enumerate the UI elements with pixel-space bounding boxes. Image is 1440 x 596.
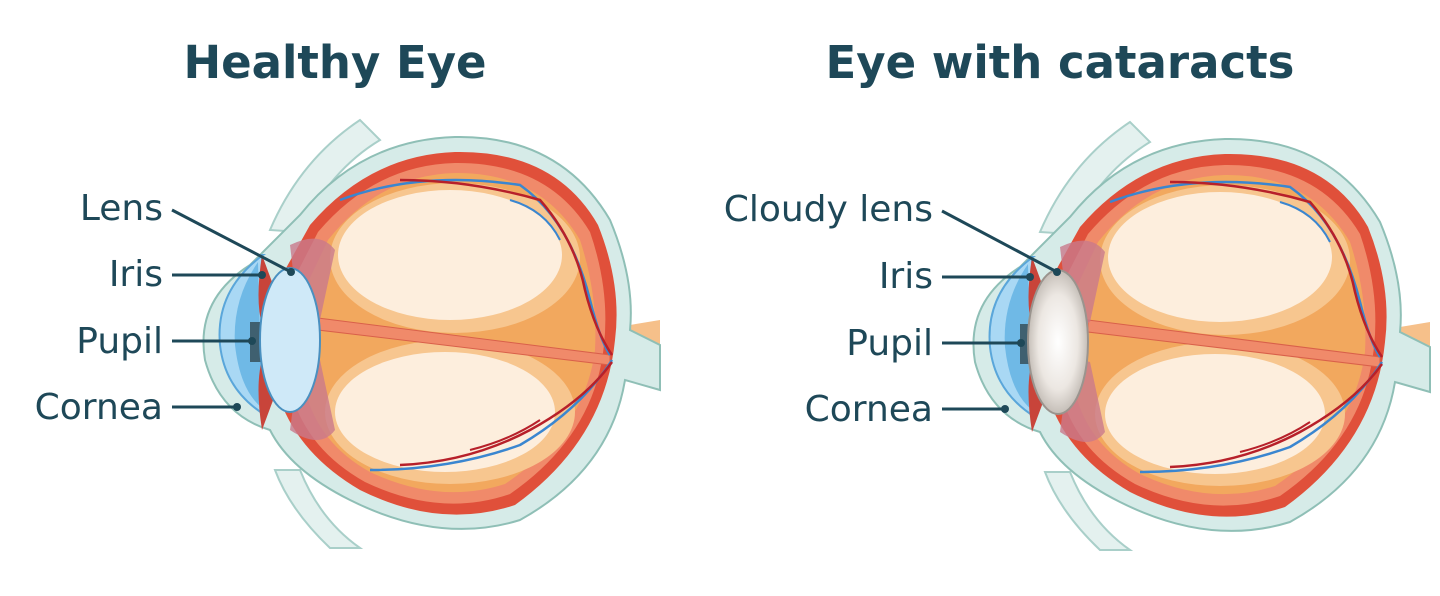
leader-line [171,208,292,274]
lens-shape [259,267,321,413]
label-cornea: Cornea [805,389,933,430]
label-iris: Iris [879,256,933,297]
label-pupil: Pupil [76,321,163,362]
leader-line [941,209,1058,274]
cloudy-lens-shape [1027,269,1089,415]
cataract-eye-panel: Eye with cataracts Cloudy lens Iris Pupi… [724,36,1432,552]
label-cloudy-lens: Cloudy lens [724,189,933,230]
healthy-eye-panel: Healthy Eye Lens Iris Pupil Cornea [35,36,662,550]
panel-title: Healthy Eye [183,36,486,89]
label-cornea: Cornea [35,387,163,428]
label-iris: Iris [109,254,163,295]
label-pupil: Pupil [846,323,933,364]
panel-title: Eye with cataracts [826,36,1295,89]
label-lens: Lens [80,188,163,229]
